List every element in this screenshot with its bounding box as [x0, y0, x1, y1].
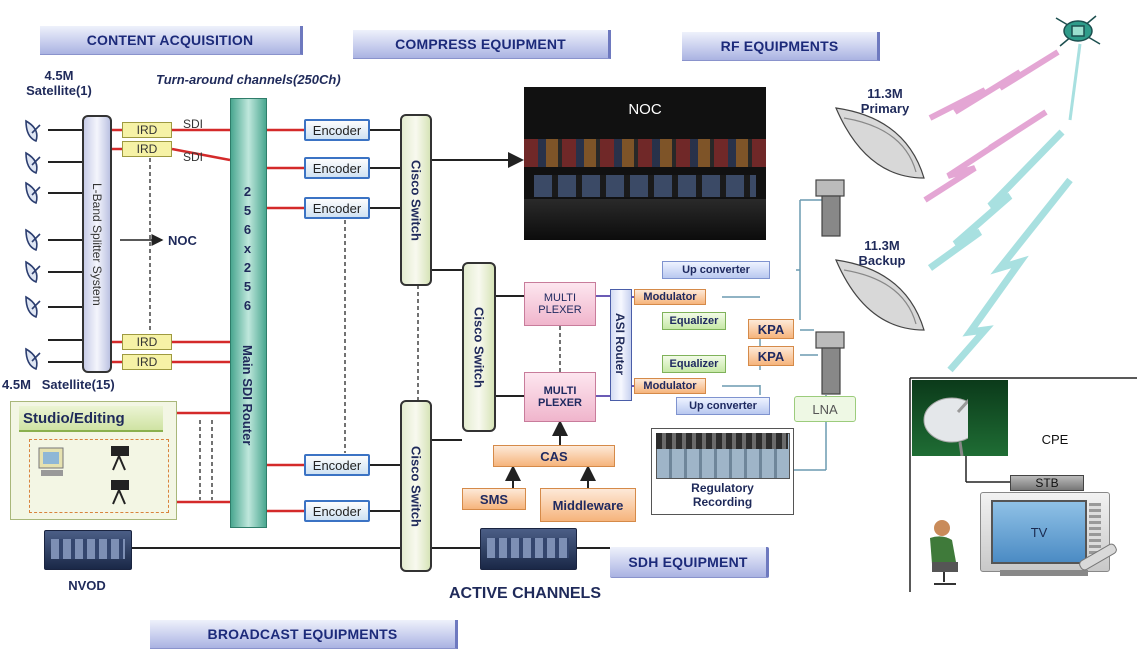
cas-box: CAS	[493, 445, 615, 467]
modulator-top: Modulator	[634, 289, 706, 305]
encoder-box-1: Encoder	[304, 119, 370, 141]
regulatory-recording-box: Regulatory Recording	[651, 428, 794, 515]
kpa-top: KPA	[748, 319, 794, 339]
sdh-server	[480, 528, 577, 570]
cisco-switch-bottom-label: Cisco Switch	[408, 445, 424, 527]
encoder-box-4: Encoder	[304, 454, 370, 476]
kpa-bottom: KPA	[748, 346, 794, 366]
viewer-icon	[930, 520, 958, 585]
sdh-equipment-label: SDH EQUIPMENT	[610, 547, 769, 578]
header-rf-equipments: RF EQUIPMENTS	[682, 32, 880, 61]
noc-photo: NOC	[524, 87, 766, 240]
studio-title: Studio/Editing	[19, 406, 163, 432]
header-compress-equipment: COMPRESS EQUIPMENT	[353, 30, 611, 59]
up-converter-top: Up converter	[662, 261, 770, 279]
encoder-box-3: Encoder	[304, 197, 370, 219]
cpe-photo-bg	[968, 380, 1008, 456]
middleware-box: Middleware	[540, 488, 636, 522]
l-band-splitter-label: L-Band Splitter System	[90, 182, 104, 306]
satellite-1-label: 4.5M Satellite(1)	[26, 68, 92, 98]
sdi-label-1: SDI	[183, 117, 204, 131]
equalizer-bottom: Equalizer	[662, 355, 726, 373]
encoder-box-2: Encoder	[304, 157, 370, 179]
main-sdi-router	[230, 98, 267, 528]
nvod-server	[44, 530, 132, 570]
ird-box-1: IRD	[122, 122, 172, 138]
cpe-dish-photo	[912, 380, 981, 457]
camera-icons	[111, 446, 129, 505]
cisco-switch-middle-label: Cisco Switch	[471, 306, 487, 388]
tv-set: TV	[980, 492, 1110, 572]
asi-router-label: ASI Router	[613, 312, 627, 375]
header-content-acquisition: CONTENT ACQUISITION	[40, 26, 303, 55]
multiplexer-bottom: MULTI PLEXER	[524, 372, 596, 422]
backup-dish-label: 11.3M Backup	[858, 238, 906, 268]
tv-stand	[1000, 570, 1088, 576]
router-name-label: Main SDI Router	[240, 344, 255, 446]
primary-dish-label: 11.3M Primary	[860, 86, 910, 116]
noc-arrow-label: NOC	[168, 233, 197, 248]
multiplexer-top: MULTI PLEXER	[524, 282, 596, 326]
sms-box: SMS	[462, 488, 526, 510]
cisco-switch-middle	[462, 262, 496, 432]
uplink-dish-icons	[815, 107, 925, 395]
noc-title: NOC	[628, 101, 662, 118]
turnaround-label: Turn-around channels(250Ch)	[156, 72, 341, 87]
asi-router	[610, 289, 632, 401]
modulator-bottom: Modulator	[634, 378, 706, 394]
l-band-splitter	[82, 115, 112, 373]
tv-screen: TV	[991, 500, 1087, 564]
encoder-box-5: Encoder	[304, 500, 370, 522]
regulatory-recording-label: Regulatory Recording	[691, 481, 754, 509]
nvod-label: NVOD	[68, 578, 106, 593]
satellite-dish-icons	[25, 119, 41, 371]
studio-editing-panel: Studio/Editing	[10, 401, 177, 520]
stb-box: STB	[1010, 475, 1084, 491]
active-channels-label: ACTIVE CHANNELS	[448, 585, 601, 602]
cisco-switch-bottom	[400, 400, 432, 572]
cisco-switch-top-label: Cisco Switch	[408, 159, 424, 241]
studio-dashed-box	[29, 439, 169, 513]
satellite-icon	[1055, 15, 1101, 47]
header-broadcast-equipments: BROADCAST EQUIPMENTS	[150, 620, 458, 649]
router-size-label: 2 5 6 x 2 5 6	[243, 184, 252, 313]
ird-box-4: IRD	[122, 354, 172, 370]
remote-icon	[1079, 543, 1117, 571]
editing-station-icon	[38, 447, 64, 476]
cisco-switch-top	[400, 114, 432, 286]
satellite-15-label: 4.5M Satellite(15)	[2, 377, 115, 392]
ird-box-3: IRD	[122, 334, 172, 350]
equalizer-top: Equalizer	[662, 312, 726, 330]
lna-box: LNA	[794, 396, 856, 422]
up-converter-bottom: Up converter	[676, 397, 770, 415]
sdi-label-2: SDI	[183, 150, 204, 164]
cpe-label: CPE	[1041, 432, 1069, 447]
ird-box-2: IRD	[122, 141, 172, 157]
